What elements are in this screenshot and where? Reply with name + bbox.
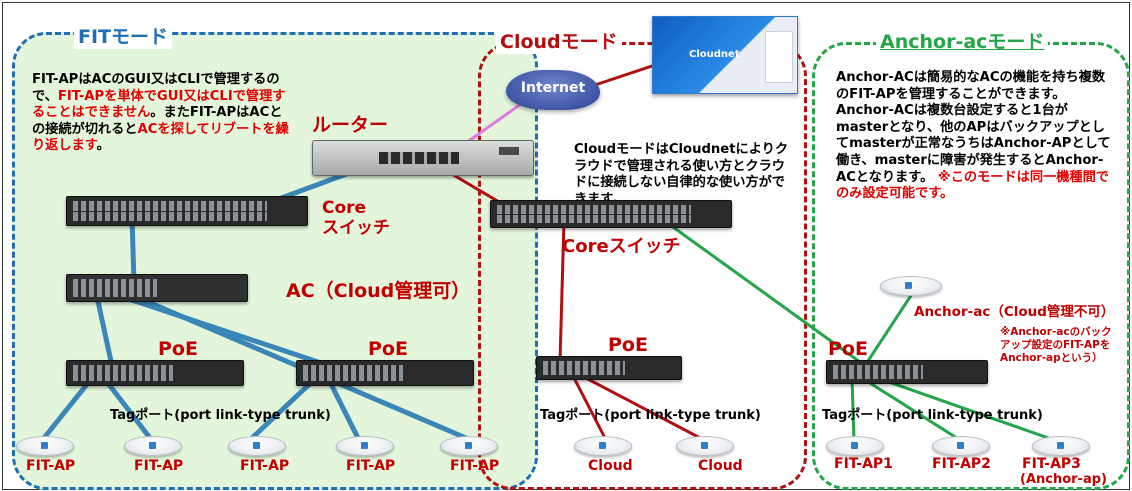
cloud-mode-description: CloudモードはCloudnetによりクラウドで管理される使い方とクラウドに接… [574,142,789,207]
fitDesc-part: FIT-APを単体でGUI又はCLIで管理することはできません [32,88,286,121]
access-point-icon [440,436,498,456]
router-label: ルーター [312,114,389,136]
link-core2-poe4 [665,220,861,364]
ac-label: AC（Cloud管理可） [286,280,471,302]
link-ac-poe2 [107,289,331,369]
anchor-ap-label-1: FIT-AP1 [834,456,893,472]
anchor-mode-title: Anchor-acモード [876,27,1049,54]
cloudnet-title: Cloudnet [689,49,740,60]
access-point-icon [336,436,394,456]
link-poe4-ap1 [850,377,856,441]
fitDesc-part: 。またFIT-APはACとの接続が切れると [32,105,283,137]
link-ac-ap5 [119,287,467,441]
fit-ap-label-1: FIT-AP [26,458,76,474]
cloudnet-screenshot: Cloudnet [652,16,798,94]
anchorDesc-part: Anchor-ACは簡易的なACの機能を持ち複数のFIT-APを管理することがで… [836,70,1111,185]
fit-ap-label-5: FIT-AP [450,458,500,474]
link-poe4-ap3 [871,374,1055,442]
access-point-icon [826,436,884,456]
link-poe1-ap2 [102,376,152,440]
access-point-icon [16,436,74,456]
link-poe3-cloud1 [571,375,608,441]
cloud-mode-title: Cloudモード [496,27,622,54]
fitDesc-part: ACを探してリブートを繰り返します [32,121,289,154]
anchor-ac-label: Anchor-ac（Cloud管理不可） [914,304,1115,320]
fit-poe-label-1: PoE [158,338,198,360]
cloud-poe-label: PoE [608,334,648,356]
anchor-ap-label-4: (Anchor-ap) [1020,472,1107,487]
anchor-mode-description: Anchor-ACは簡易的なACの機能を持ち複数のFIT-APを管理することがで… [836,70,1114,203]
fit-ap-label-2: FIT-AP [134,458,184,474]
link-poe1-ap1 [42,376,94,440]
access-point-icon [932,436,990,456]
poe-switch-icon [66,360,244,386]
router-icon [312,140,534,176]
link-poe2-ap4 [325,376,361,440]
poe-switch-icon [536,356,682,380]
link-poe4-anchorac [864,293,914,365]
cloud-core-label: Coreスイッチ [562,236,681,257]
fitDesc-part: FIT-APはACのGUI又はCLIで管理するので、 [32,72,280,104]
fit-ap-label-4: FIT-AP [346,458,396,474]
link-core2-poe3 [558,219,566,363]
link-poe3-cloud2 [581,374,705,442]
fit-poe-label-2: PoE [368,338,408,360]
access-point-icon [676,436,734,456]
cloud-ap-label-2: Cloud [698,458,743,474]
access-point-icon [880,276,942,296]
access-point-icon [574,436,632,456]
ac-controller-icon [66,274,248,302]
switch-icon [490,200,732,228]
link-poe2-ap3 [250,376,318,440]
poe-switch-icon [826,360,988,384]
cloud-ap-label-1: Cloud [588,458,633,474]
anchor-tag-label: Tagポート(port link-type trunk) [822,408,1043,423]
anchor-poe-label: PoE [828,338,868,360]
fitDesc-part: 。 [96,138,110,154]
cloud-mode-region [478,42,807,490]
poe-switch-icon [296,360,474,386]
anchor-ap-label-2: FIT-AP2 [932,456,991,472]
fit-core-label: Core スイッチ [322,198,390,238]
access-point-icon [228,436,286,456]
internet-cloud-icon: Internet [506,70,600,110]
access-point-icon [124,436,182,456]
internet-label: Internet [520,80,586,96]
fit-mode-description: FIT-APはACのGUI又はCLIで管理するので、FIT-APを単体でGUI又… [32,72,294,155]
link-core-ac [129,216,137,283]
fit-mode-title: FITモード [74,22,173,49]
anchor-note: ※Anchor-acのバックアップ設定のFIT-APをAnchor-apという） [1000,326,1112,364]
access-point-icon [1032,436,1090,456]
switch-icon [66,196,308,226]
link-poe4-ap2 [861,376,961,442]
anchor-ap-label-3: FIT-AP3 [1022,456,1081,472]
anchorDesc-part: ※このモードは同一機種間でのみ設定可能です。 [836,169,1109,202]
link-ac-poe1 [93,291,115,367]
cloud-tag-label: Tagポート(port link-type trunk) [540,408,761,423]
fit-ap-label-3: FIT-AP [240,458,290,474]
fit-tag-label: Tagポート(port link-type trunk) [110,408,331,423]
